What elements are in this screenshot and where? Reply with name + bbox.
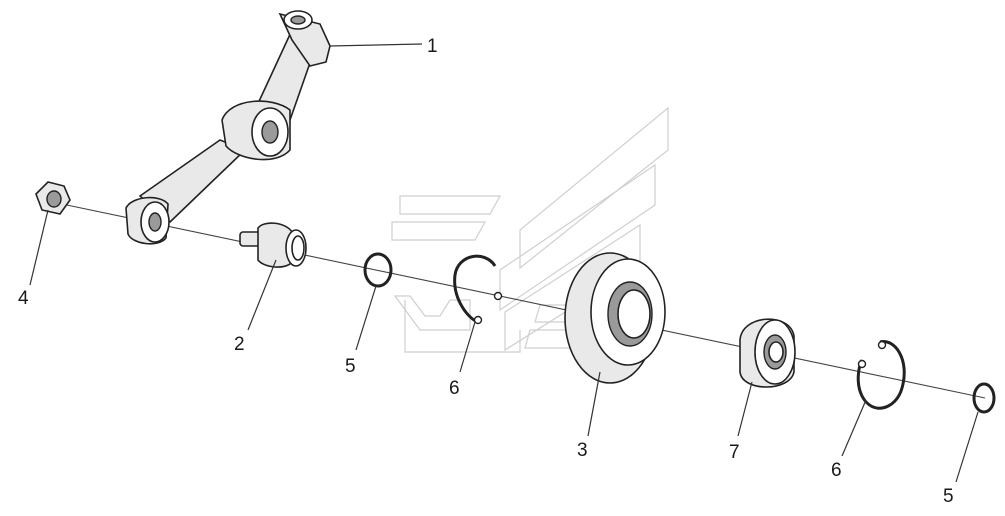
callout-5-left: 5 [345,356,356,377]
callout-5-right: 5 [943,486,954,507]
leader-4 [29,209,49,286]
callout-1: 1 [427,36,438,57]
callout-6-right: 6 [831,460,842,481]
leader-5a [355,285,377,351]
callout-labels: 1 2 3 4 5 5 6 6 7 [18,36,954,507]
leader-6a [459,321,476,373]
leader-5b [955,411,979,483]
lever-arm [125,10,331,245]
circlip-right [856,340,906,410]
assembly-axis [61,203,986,399]
circlip-left [453,254,503,325]
leader-6b [841,399,867,457]
pivot-pin [239,222,307,268]
leader-7 [737,381,753,437]
callout-6-left: 6 [449,378,460,399]
hex-nut [35,181,71,215]
watermark-logo [391,106,669,353]
leader-lines [29,43,979,483]
leader-1 [329,43,423,47]
leader-2 [247,259,277,331]
callout-7: 7 [729,442,740,463]
housing-cup [564,252,666,384]
callout-2: 2 [234,334,245,355]
callout-3: 3 [577,440,588,461]
leader-3 [587,371,601,437]
ball-bearing [739,318,796,388]
snap-ring-right [972,382,996,414]
callout-4: 4 [18,288,29,309]
snap-ring-left [363,252,393,288]
